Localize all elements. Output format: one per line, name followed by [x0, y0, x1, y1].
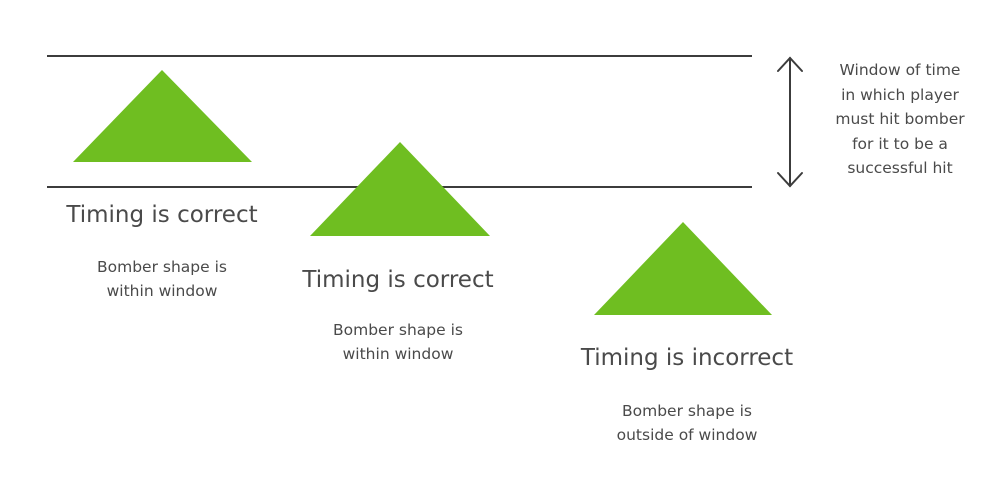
- case-3-heading: Timing is incorrect: [580, 345, 794, 371]
- bomber-shape-2: [310, 142, 490, 236]
- window-note-line: Window of time: [839, 61, 961, 79]
- case-2-heading: Timing is correct: [302, 267, 494, 293]
- case-1-heading: Timing is correct: [66, 202, 258, 228]
- bomber-shape-3: [594, 222, 772, 315]
- case-2-description: Bomber shape is within window: [288, 318, 508, 366]
- window-note-line: successful hit: [847, 159, 953, 177]
- bomber-shape-1: [73, 70, 252, 162]
- case-3-description-line: Bomber shape is: [622, 402, 752, 420]
- window-note-line: for it to be a: [852, 134, 948, 153]
- window-note: Window of time in which player must hit …: [820, 58, 980, 181]
- window-range-arrow: [777, 56, 803, 188]
- case-1-description-line: Bomber shape is: [97, 258, 227, 276]
- case-1-description: Bomber shape is within window: [52, 255, 272, 303]
- case-3-description: Bomber shape is outside of window: [557, 399, 817, 447]
- window-note-line: in which player: [841, 85, 959, 104]
- case-1-description-line: within window: [106, 282, 218, 300]
- case-2-description-line: within window: [342, 345, 454, 363]
- case-3-description-line: outside of window: [616, 426, 758, 444]
- case-2-description-line: Bomber shape is: [333, 321, 463, 339]
- window-note-line: must hit bomber: [835, 110, 965, 128]
